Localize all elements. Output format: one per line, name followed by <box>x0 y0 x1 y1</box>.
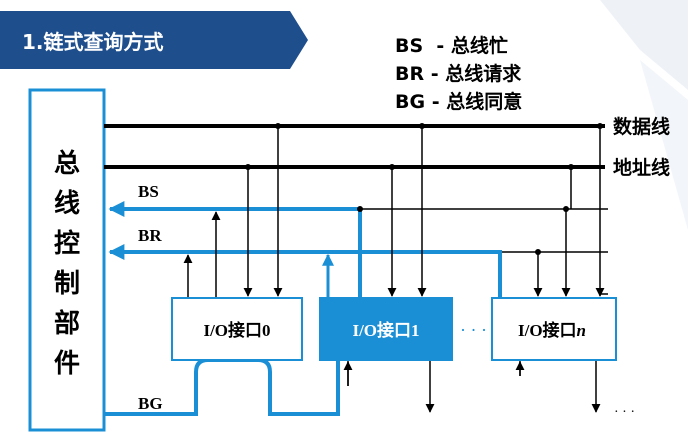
page-title: 1.链式查询方式 <box>22 30 164 54</box>
ion-connections <box>515 123 605 376</box>
bus-controller-char: 件 <box>54 349 80 379</box>
bus-controller-char: 总 <box>54 149 80 179</box>
legend-br: BR - 总线请求 <box>395 62 522 85</box>
background-shape <box>640 60 688 230</box>
ion-label: I/O接口n <box>518 320 586 340</box>
br-signal-line: BR <box>108 226 502 298</box>
bg-label: BG <box>138 394 163 413</box>
title-banner: 1.链式查询方式 <box>0 11 308 69</box>
address-bus-label: 地址线 <box>613 156 670 179</box>
signal-legend: BS - 总线忙 BR - 总线请求 BG - 总线同意 <box>395 34 522 113</box>
br-label: BR <box>138 226 162 245</box>
background-shape <box>600 0 688 90</box>
bus-controller-char: 部 <box>54 309 80 339</box>
bus-controller: 总 线 控 制 部 件 <box>28 88 106 432</box>
data-bus: 数据线 <box>104 115 670 138</box>
io-interface-1: I/O接口1 <box>319 297 453 361</box>
address-bus: 地址线 <box>104 156 670 179</box>
bs-label: BS <box>138 182 159 201</box>
trailing-ellipsis: · · · <box>614 405 635 420</box>
io1-label: I/O接口1 <box>352 320 419 340</box>
interfaces-ellipsis: · · · <box>460 320 487 340</box>
bg-chain-line: BG <box>104 358 340 416</box>
bus-controller-char: 线 <box>54 189 80 219</box>
io0-label: I/O接口0 <box>203 320 270 340</box>
legend-bg: BG - 总线同意 <box>395 90 522 113</box>
io1-connections <box>322 123 427 386</box>
bus-controller-char: 控 <box>54 229 80 259</box>
bus-controller-char: 制 <box>54 269 80 299</box>
io0-connections <box>183 123 283 298</box>
io-interface-0: I/O接口0 <box>171 297 303 361</box>
ion-label-prefix: I/O接口 <box>518 320 577 340</box>
io-interface-n: I/O接口n <box>491 297 617 361</box>
ion-label-suffix: n <box>577 321 586 340</box>
data-bus-label: 数据线 <box>613 115 670 138</box>
legend-bs: BS - 总线忙 <box>395 34 508 57</box>
